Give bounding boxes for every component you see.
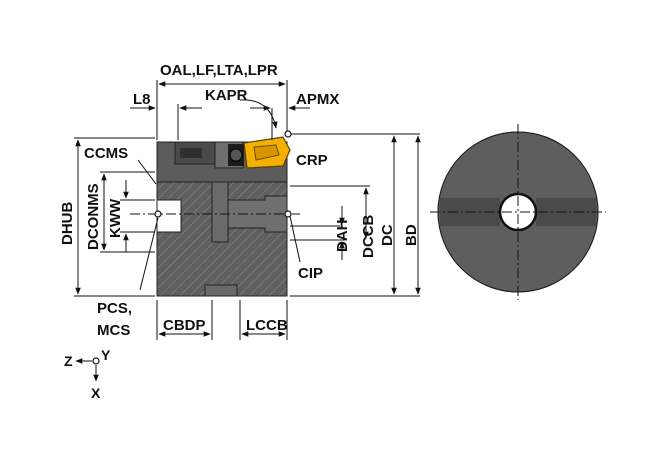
axis-indicator: Z Y X <box>64 347 111 401</box>
label-dconms: DCONMS <box>85 183 102 250</box>
cutter-front-view <box>430 124 606 300</box>
label-lccb: LCCB <box>246 317 288 334</box>
label-oal: OAL,LF,LTA,LPR <box>160 62 278 79</box>
label-pcs: PCS, <box>97 300 132 317</box>
label-dhub: DHUB <box>59 202 76 245</box>
label-apmx: APMX <box>296 91 339 108</box>
label-dc: DC <box>379 224 396 246</box>
axis-x-label: X <box>91 385 101 401</box>
label-mcs: MCS <box>97 322 130 339</box>
label-cbdp: CBDP <box>163 317 206 334</box>
reference-points <box>154 130 292 218</box>
label-cip: CIP <box>298 265 323 282</box>
label-kww: KWW <box>107 198 124 238</box>
label-kapr: KAPR <box>205 87 248 104</box>
dimension-lines <box>74 80 421 340</box>
label-ccms: CCMS <box>84 145 128 162</box>
label-dccb: DCCB <box>360 215 377 258</box>
axis-y-label: Y <box>101 347 111 363</box>
label-bd: BD <box>403 224 420 246</box>
cutting-insert <box>243 136 291 169</box>
label-crp: CRP <box>296 152 328 169</box>
clamp-screw <box>228 144 244 166</box>
label-dah: DAH <box>334 220 351 253</box>
axis-z-label: Z <box>64 353 73 369</box>
label-l8: L8 <box>133 91 151 108</box>
